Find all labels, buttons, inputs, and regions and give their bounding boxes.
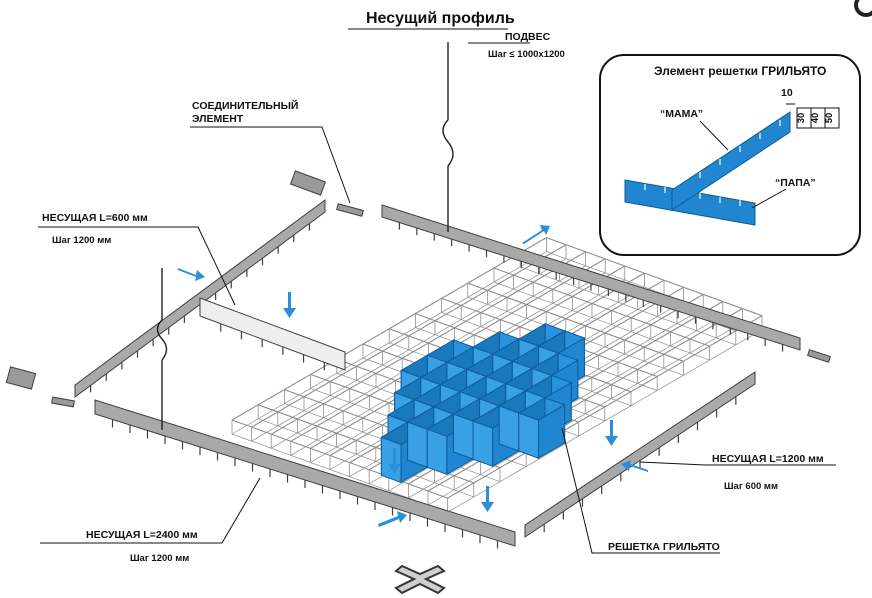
connector-label-line1: СОЕДИНИТЕЛЬНЫЙ [192,99,298,112]
inset-width-label: 10 [781,87,793,99]
hanger-rod-top [442,42,454,232]
carrier-600-label: НЕСУЩАЯ L=600 мм [42,212,148,224]
carrier-profile-top [381,204,801,352]
diagram-title: Несущий профиль [366,10,515,27]
carrier-profile-2400 [94,399,516,549]
inset-female-label: “МАМА” [660,108,703,120]
inset-height-30: 30 [796,113,807,124]
carrier-1200-label: НЕСУЩАЯ L=1200 мм [712,453,824,465]
carrier-2400-step-label: Шаг 1200 мм [130,553,189,564]
inset-female-leader [699,120,729,151]
corner-end-pieces [5,170,832,408]
hanger-step-label: Шаг ≤ 1000х1200 [488,49,565,60]
grilyato-element-inset: Элемент решетки ГРИЛЬЯТО “МАМА” “ПАПА” 1… [599,54,861,256]
arrow-icon [178,225,648,527]
grilyato-grid-label: РЕШЕТКА ГРИЛЬЯТО [608,541,720,553]
grilyato-grid-blue [380,322,585,484]
carrier-profile-1200 [524,371,756,538]
cross-brace-icon [394,564,446,595]
carrier-600-step-label: Шаг 1200 мм [52,235,111,246]
connector-label-line2: ЭЛЕМЕНТ [192,113,244,125]
inset-height-50: 50 [824,113,835,124]
inset-male-leader [751,188,787,209]
carrier-1200-step-label: Шаг 600 мм [724,481,778,492]
leader-lines [38,28,836,554]
hanger-rod-left [156,268,168,430]
inset-title: Элемент решетки ГРИЛЬЯТО [654,64,826,78]
inset-male-label: “ПАПА” [775,177,816,189]
hanger-label: ПОДВЕС [505,31,551,43]
inset-male-element [624,179,756,226]
carrier-2400-label: НЕСУЩАЯ L=2400 мм [86,529,198,541]
inset-height-table: 30 40 50 [796,107,840,129]
inset-height-40: 40 [810,113,821,124]
carrier-profile-600 [199,297,346,371]
inset-slots [644,120,781,206]
close-icon[interactable] [854,0,872,17]
